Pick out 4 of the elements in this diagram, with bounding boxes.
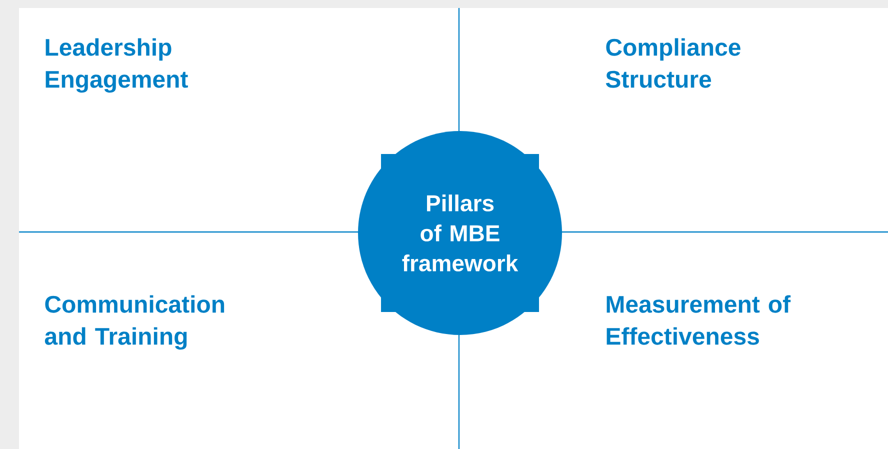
quadrant-heading: Communication and Training: [44, 295, 224, 350]
quadrant-heading: Measurement of Effectiveness: [606, 295, 791, 345]
quadrant-heading: Compliance Structure: [606, 38, 740, 88]
quadrant-heading: Leadership Engagement: [46, 38, 188, 93]
